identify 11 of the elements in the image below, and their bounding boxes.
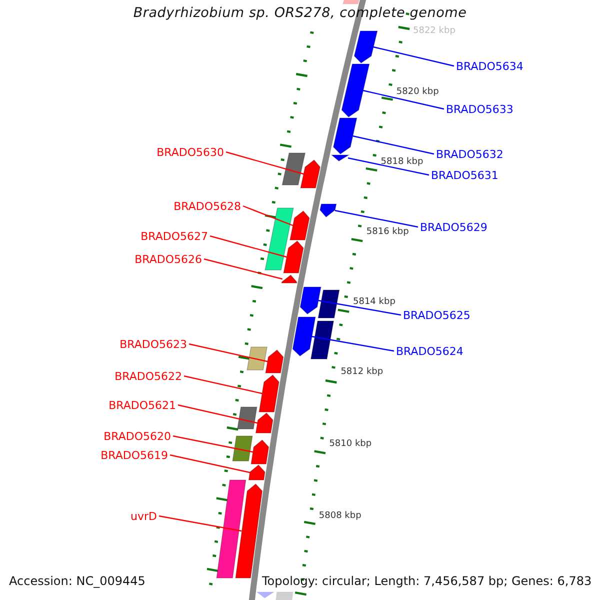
tick-label: 5808 kbp [318, 510, 362, 523]
title: Bradyrhizobium sp. ORS278, complete genome [132, 7, 468, 20]
tick-label: 5814 kbp [353, 296, 396, 309]
tick-label: 5818 kbp [380, 156, 424, 169]
tick-label: 5810 kbp [329, 438, 372, 451]
tick-label: 5812 kbp [340, 366, 384, 379]
genome-info-text: Topology: circular; Length: 7,456,587 bp; Genes: 6,783 [262, 575, 592, 588]
tick-label: 5816 kbp [366, 226, 409, 239]
tick-label: 5820 kbp [396, 86, 439, 99]
accession-text: Accession: NC_009445 [9, 575, 146, 588]
tick-label: 5822 kbp [413, 25, 456, 38]
